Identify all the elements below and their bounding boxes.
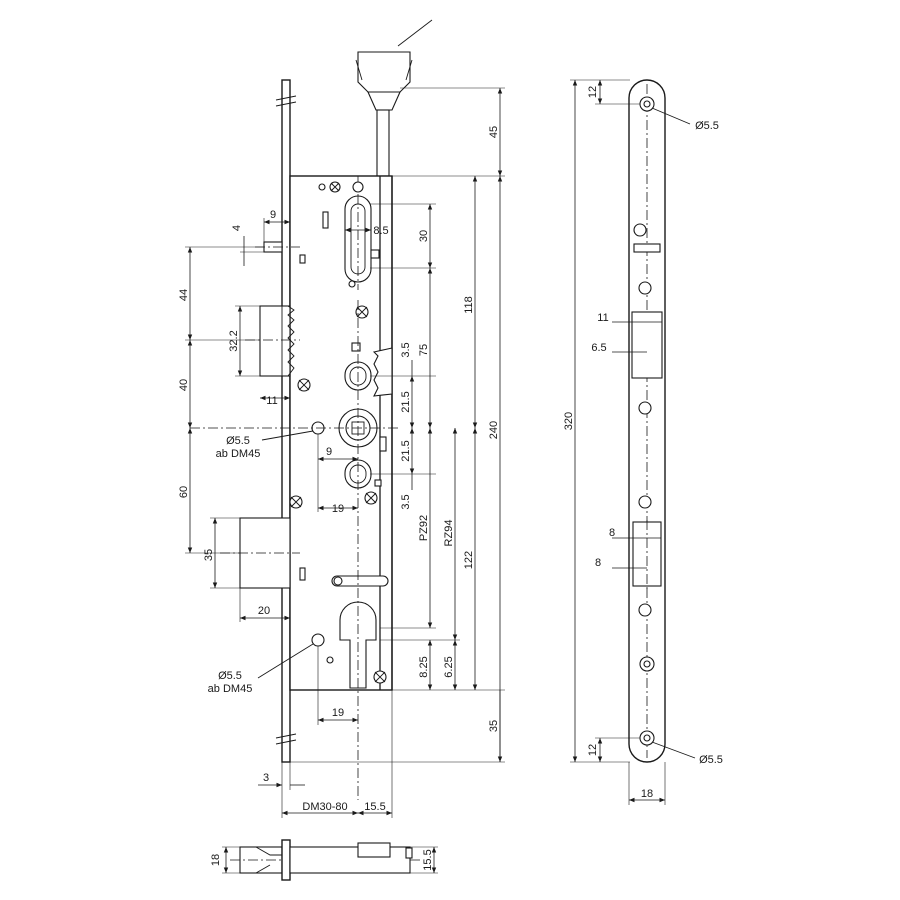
dim-9-top: 9 — [270, 209, 276, 221]
fp-dim-320: 320 — [563, 412, 575, 430]
latch-opening — [631, 311, 663, 379]
screw-heads — [289, 181, 387, 684]
bottom-case — [289, 846, 411, 874]
dim-3: 3 — [263, 772, 269, 784]
dim-11-left: 11 — [266, 395, 277, 407]
dim-8-25: 8.25 — [418, 656, 430, 677]
dim-rz94: RZ94 — [443, 520, 455, 547]
fp-dim-12-bottom: 12 — [587, 744, 599, 756]
fp-dim-11: 11 — [597, 312, 608, 324]
dim-60: 60 — [178, 486, 190, 498]
dim-75: 75 — [418, 344, 430, 356]
hole-note-lower-diameter: Ø5.5 — [218, 670, 242, 682]
dim-4: 4 — [231, 225, 243, 231]
front-plate — [281, 79, 291, 763]
dim-15-5-bottom: 15.5 — [364, 801, 385, 813]
bottom-dim-18: 18 — [210, 854, 222, 866]
bottom-dim-15-5: 15.5 — [422, 849, 434, 870]
faceplate-dim-labels: 12 Ø5.5 11 6.5 320 8 8 12 Ø5.5 18 — [563, 86, 723, 800]
main-lock-view — [190, 19, 433, 800]
fp-dim-12-top: 12 — [587, 86, 599, 98]
dim-8-5: 8.5 — [373, 225, 388, 237]
top-handle — [357, 51, 411, 93]
dim-20: 20 — [258, 605, 270, 617]
dim-32-2: 32.2 — [228, 330, 240, 351]
dim-19-upper: 19 — [332, 503, 344, 515]
fp-dim-dia-top: Ø5.5 — [695, 120, 719, 132]
fp-dim-dia-bottom: Ø5.5 — [699, 754, 723, 766]
faceplate-dimensions — [570, 79, 696, 805]
dim-122: 122 — [463, 551, 475, 569]
dim-35-right: 35 — [488, 720, 500, 732]
dim-40: 40 — [178, 379, 190, 391]
dim-19-lower: 19 — [332, 707, 344, 719]
lever-bar — [331, 575, 389, 587]
dim-30: 30 — [418, 230, 430, 242]
hole-note-upper-ab: ab DM45 — [216, 448, 261, 460]
dim-3-5-upper: 3.5 — [400, 342, 412, 357]
spindle-rod — [376, 109, 390, 177]
fp-dim-8-upper: 8 — [609, 527, 615, 539]
fp-dim-8-lower: 8 — [595, 557, 601, 569]
dim-44: 44 — [178, 289, 190, 301]
dim-9-mid: 9 — [326, 446, 332, 458]
fp-dim-18: 18 — [641, 788, 653, 800]
dim-3-5-lower: 3.5 — [400, 494, 412, 509]
faceplate-holes — [633, 96, 661, 746]
dim-35-left: 35 — [203, 549, 215, 561]
dim-6-25: 6.25 — [443, 656, 455, 677]
hole-note-upper-diameter: Ø5.5 — [226, 435, 250, 447]
main-dim-labels: 45 118 240 9 4 44 32.2 40 11 60 35 20 8.… — [178, 126, 500, 813]
dim-21-5-lower: 21.5 — [400, 440, 412, 461]
toothed-bar — [372, 347, 393, 397]
dim-118: 118 — [463, 296, 475, 314]
dim-240: 240 — [488, 421, 500, 439]
dim-dm30-80: DM30-80 — [302, 801, 347, 813]
dim-45: 45 — [488, 126, 500, 138]
bottom-view: 18 15.5 — [210, 839, 438, 881]
dim-21-5-upper: 21.5 — [400, 391, 412, 412]
dim-pz92: PZ92 — [418, 515, 430, 541]
faceplate-view — [628, 79, 666, 763]
latch-bolt — [259, 305, 291, 377]
fp-dim-6-5: 6.5 — [591, 342, 606, 354]
main-dimensions — [185, 87, 505, 818]
hole-note-lower-ab: ab DM45 — [208, 683, 253, 695]
hole-lower-dm45 — [311, 633, 325, 647]
